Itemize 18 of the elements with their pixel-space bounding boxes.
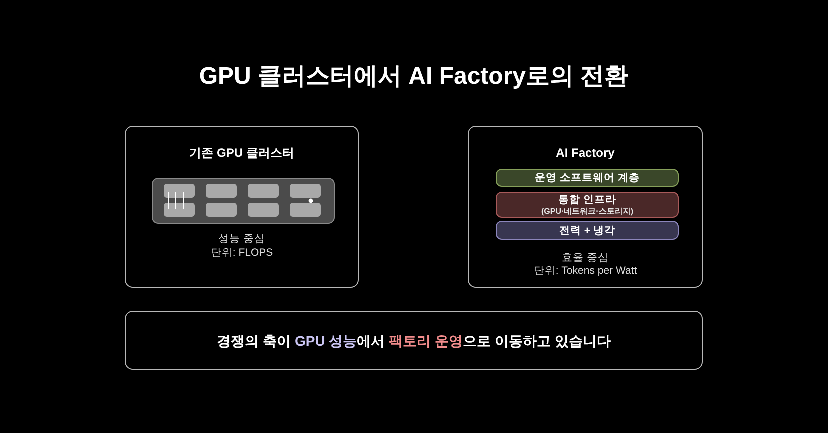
caption-text: 성능 중심 — [218, 232, 266, 246]
panel-heading: AI Factory — [555, 145, 616, 161]
caption-text: 효율 중심 — [561, 251, 610, 265]
layer-bar — [496, 192, 679, 218]
layer-label: 운영 소프트웨어 계층 — [535, 171, 640, 185]
layer-bar — [496, 221, 679, 240]
caption-text: 단위: Tokens per Watt — [532, 264, 638, 278]
layer-bar — [496, 169, 679, 187]
panel — [468, 126, 703, 288]
panel-heading: 기존 GPU 클러스터 — [188, 145, 296, 161]
layer-label: 통합 인프라 — [558, 193, 616, 207]
layer-label: 전력 + 냉각 — [560, 224, 616, 238]
layer-sublabel: (GPU·네트워크·스토리지) — [542, 207, 634, 217]
title: GPU 클러스터에서 AI Factory로의 전환 — [198, 62, 630, 92]
message-text: 경쟁의 축이 GPU 성능에서 팩토리 운영으로 이동하고 있습니다 — [217, 332, 611, 350]
message-banner — [125, 311, 703, 370]
panel — [125, 126, 359, 288]
caption-text: 단위: FLOPS — [210, 246, 274, 260]
